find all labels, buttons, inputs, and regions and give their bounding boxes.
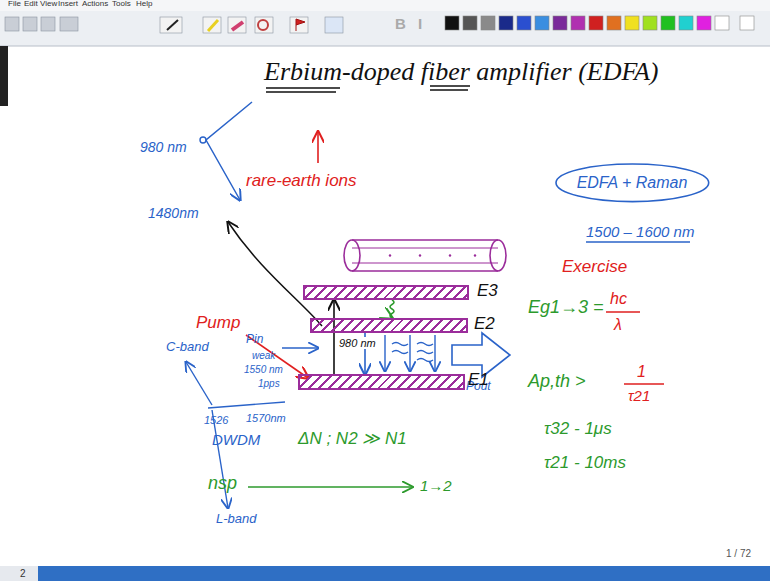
note-label: hc [610,290,627,308]
note-label: Tools [112,0,131,9]
note-label: τ32 - 1μs [544,420,612,439]
note-label: 1 [637,363,646,381]
energy-level: E1 [298,374,465,390]
note-label: Edit [24,0,38,9]
note-label: L-band [216,512,256,526]
note-label: ΔN ; N2 ≫ N1 [298,430,407,449]
note-label: 980 nm [140,140,187,155]
node-text: EDFA + Raman [577,174,688,192]
note-label: Insert [58,0,78,9]
note-label: Exercise [562,258,627,277]
note-label: 1 / 72 [726,548,751,559]
energy-band [310,318,468,333]
level-label: E1 [468,370,489,390]
level-label: E2 [474,314,495,334]
note-label: 1500 – 1600 nm [586,224,694,241]
transition-arrow [333,300,335,374]
note-label: weak [252,350,275,361]
transition-arrow [390,300,394,318]
energy-level: E3 [303,285,469,300]
note-label: View [40,0,57,9]
note-label: Help [136,0,152,9]
note-label: 1→2 [420,478,452,495]
note-label: 1550 nm [244,364,283,375]
level-label: E3 [477,281,498,301]
note-label: Eg1→3 = [528,298,604,318]
ellipse-node: EDFA + Raman [555,163,710,203]
note-label: τ21 [628,388,650,405]
note-label: File [8,0,21,9]
note-label: 1526 [204,414,228,426]
note-label: 2 [20,568,26,579]
note-label: Actions [82,0,108,9]
title: Erbium-doped fiber amplifier (EDFA) [264,58,659,87]
note-label: Pump [196,314,240,333]
edge-label: 980 nm [338,337,377,349]
note-label: 1480nm [148,206,199,221]
energy-level: E2 [310,318,468,333]
note-label: Ap,th > [528,372,586,392]
note-label: B [395,16,406,33]
note-label: Pin [246,333,263,346]
note-label: 1570nm [246,412,286,424]
note-label: τ21 - 10ms [544,454,626,473]
note-label: λ [614,316,622,334]
note-label: C-band [166,340,209,354]
note-label: nsp [208,474,237,494]
note-label: rare-earth ions [246,172,357,191]
energy-band [298,374,465,390]
note-label: 1pps [258,378,280,389]
energy-band [303,285,469,300]
note-label: DWDM [212,432,260,449]
note-label: I [418,16,422,33]
